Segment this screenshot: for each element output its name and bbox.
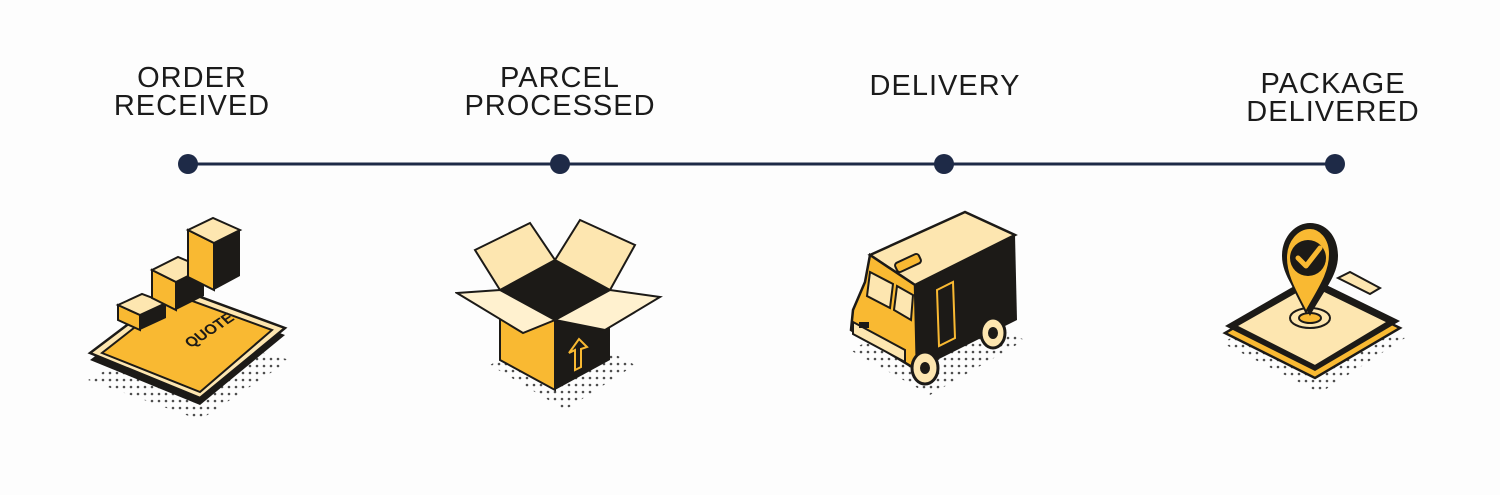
step-label-delivery: DELIVERY [815,70,1075,102]
location-pin-clipboard-icon [1222,223,1405,393]
phone-quote-icon: QUOTE [87,216,290,420]
step-label-order-received: ORDER RECEIVED [62,62,322,122]
step-label-parcel-processed: PARCEL PROCESSED [430,62,690,122]
timeline-node-package-delivered [1325,154,1345,174]
open-box-icon [455,218,663,410]
timeline-node-order-received [178,154,198,174]
delivery-van-icon [849,210,1025,395]
step-label-package-delivered: PACKAGE DELIVERED [1203,68,1463,128]
timeline-node-parcel-processed [550,154,570,174]
step-label-line: DELIVERY [869,70,1021,102]
step-label-line: DELIVERED [1246,96,1420,128]
step-label-line: RECEIVED [113,90,271,122]
timeline-node-delivery [934,154,954,174]
step-label-line: PROCESSED [464,90,656,122]
step-label-line: PACKAGE [1260,68,1406,100]
step-label-line: PARCEL [500,62,620,94]
step-label-line: ORDER [137,62,247,94]
